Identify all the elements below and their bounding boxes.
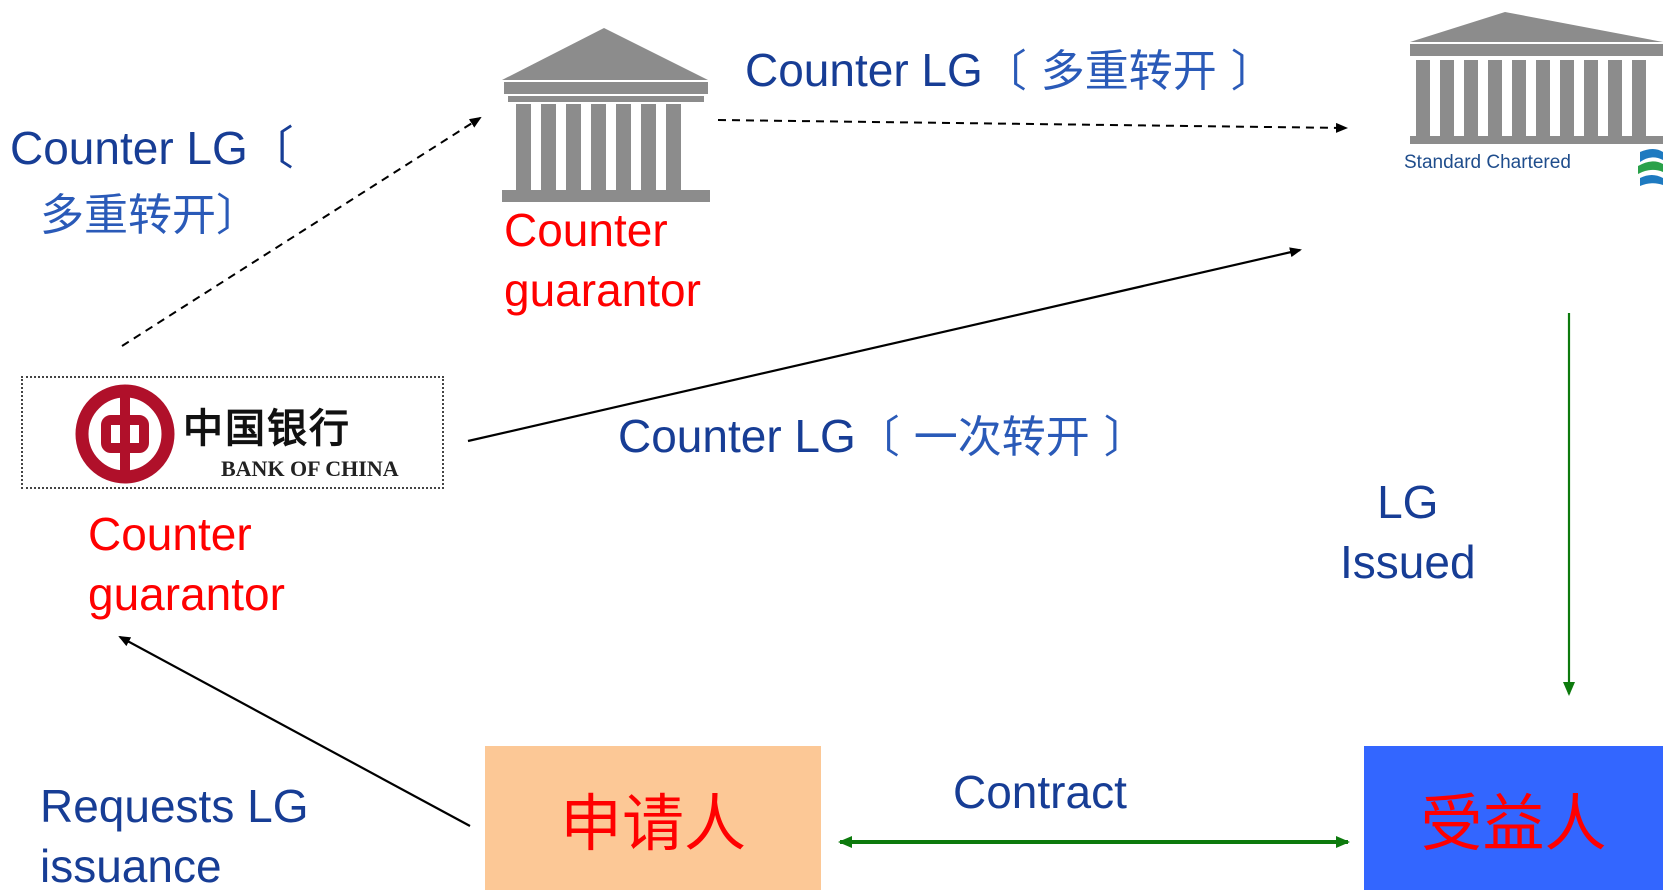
standard-chartered-building-icon <box>1410 12 1663 144</box>
applicant-box: 申请人 <box>485 746 821 890</box>
arrow-boc-to-standard-chartered <box>467 247 1302 443</box>
beneficiary-label: 受益人 <box>1420 787 1607 860</box>
label-counter-guarantor-left: Counter guarantor <box>88 508 285 620</box>
bank-of-china-logo: 中国银行 BANK OF CHINA <box>21 376 444 489</box>
label-counter-lg-top: Counter LG〔 多重转开 〕 <box>745 44 1275 97</box>
arrow-applicant-to-boc <box>118 636 471 827</box>
label-counter-lg-left: Counter LG〔 <box>10 122 294 174</box>
label-requests-lg-issuance: Requests LG issuance <box>40 780 309 892</box>
bank-of-china-chinese-name: 中国银行 <box>183 405 351 452</box>
label-contract: Contract <box>953 766 1127 818</box>
beneficiary-box: 受益人 <box>1364 746 1663 890</box>
arrow-boc-to-counter-guarantor <box>121 116 482 347</box>
label-counter-lg-middle: Counter LG〔 一次转开 〕 <box>618 410 1148 463</box>
label-lg-issued: LG Issued <box>1340 476 1476 588</box>
standard-chartered-name: Standard Chartered <box>1404 152 1571 173</box>
bank-of-china-emblem-icon <box>75 384 175 484</box>
bank-building-icon <box>502 28 710 202</box>
bank-of-china-english-name: BANK OF CHINA <box>221 456 399 481</box>
arrow-counter-guarantor-to-standard-chartered <box>717 119 1348 133</box>
label-counter-guarantor-top: Counter guarantor <box>504 204 701 316</box>
label-counter-lg-left-cn: 多重转开〕 <box>40 190 260 241</box>
applicant-label: 申请人 <box>559 787 746 860</box>
standard-chartered-mark-icon <box>1638 149 1663 186</box>
